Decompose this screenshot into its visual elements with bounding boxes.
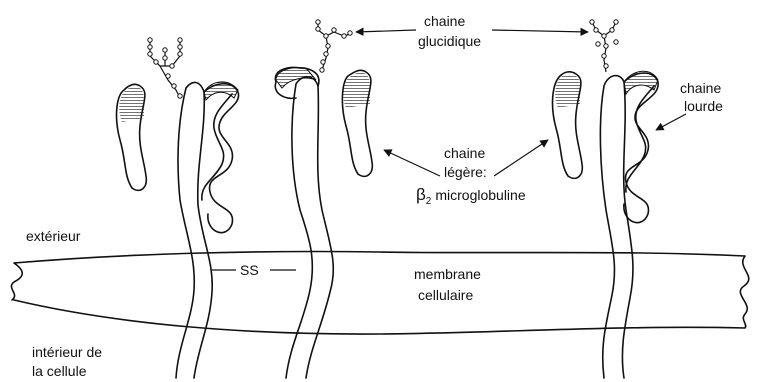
arrow-heavy [656, 114, 686, 130]
arrow-sugar-right [492, 30, 588, 32]
arrow-light-right [494, 140, 548, 176]
outside-label: extérieur [26, 228, 81, 244]
mhc-molecule-2 [275, 20, 372, 378]
heavy-chain-label-line2: lourde [684, 98, 723, 114]
mhc-molecule-3 [553, 20, 659, 378]
inside-label-line2: la cellule [32, 363, 87, 379]
sugar-chain-label-line2: glucidique [418, 33, 481, 49]
heavy-chain-domain-1 [202, 84, 239, 233]
inside-label-line1: intérieur de [32, 344, 102, 360]
cell-membrane [11, 251, 748, 334]
arrow-sugar-left [356, 30, 416, 32]
mhc-molecule-1 [117, 38, 239, 378]
beta2-subscript: 2 [426, 196, 432, 207]
sugar-chain-2 [316, 20, 352, 72]
heavy-chain-1 [176, 82, 212, 378]
alpha-domain-cap-3 [624, 71, 658, 94]
arrow-light-left [384, 150, 440, 176]
disulfide-label: SS [240, 262, 259, 278]
heavy-chain-3 [600, 76, 633, 378]
heavy-chain-label-line1: chaine [680, 80, 721, 96]
sugar-chain-3 [590, 20, 618, 72]
sugar-chain-label-line1: chaine [424, 13, 465, 29]
heavy-chain-domain-3 [624, 73, 658, 223]
light-chain-label-line1: chaine [444, 145, 485, 161]
alpha-domain-cap-1 [204, 82, 238, 100]
light-chain-hatch-3 [555, 74, 580, 108]
membrane-label-line2: cellulaire [418, 287, 473, 303]
beta2-symbol: β [416, 185, 426, 204]
beta2-word: microglobuline [435, 187, 525, 203]
sugar-chain-1 [148, 38, 182, 98]
light-chain-label-line2: légère: [444, 164, 487, 180]
membrane-label-line1: membrane [414, 266, 481, 282]
